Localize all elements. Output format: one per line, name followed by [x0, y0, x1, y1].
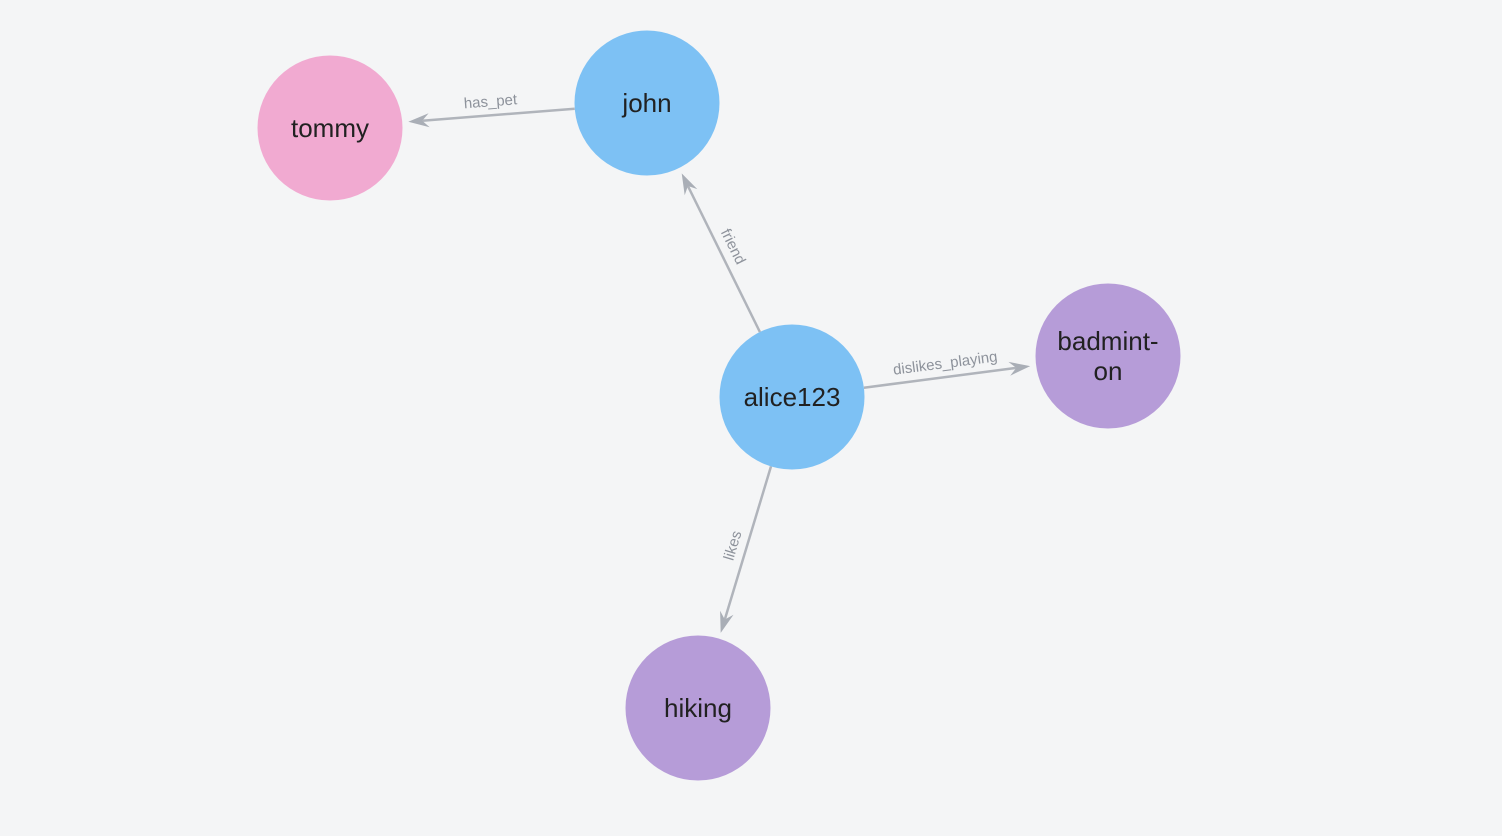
graph-edge-friend[interactable]: friend [681, 173, 762, 333]
graph-node-john[interactable]: john [574, 30, 720, 176]
edge-arrowhead-icon [720, 610, 734, 633]
graph-node-badminton[interactable]: badmint-on [1035, 283, 1181, 429]
edge-line[interactable] [863, 366, 1017, 389]
nodes-layer: tommy john alice123 badmint-on hiking [257, 30, 1181, 781]
edge-line[interactable] [422, 107, 575, 122]
edge-label: dislikes_playing [892, 348, 998, 378]
edge-line[interactable] [686, 185, 762, 333]
graph-node-alice123[interactable]: alice123 [719, 324, 865, 470]
graph-node-hiking[interactable]: hiking [625, 635, 771, 781]
node-circle[interactable] [625, 635, 771, 781]
edge-label: has_pet [463, 91, 518, 112]
edge-label: friend [717, 226, 749, 267]
graph-node-tommy[interactable]: tommy [257, 55, 403, 201]
edge-line[interactable] [723, 466, 773, 620]
node-circle[interactable] [1035, 283, 1181, 429]
graph-edge-likes[interactable]: likes [720, 466, 773, 633]
edge-arrowhead-icon [1008, 361, 1031, 376]
edge-label: likes [721, 529, 746, 563]
node-circle[interactable] [257, 55, 403, 201]
graph-edge-dislikes_playing[interactable]: dislikes_playing [863, 348, 1031, 389]
node-circle[interactable] [574, 30, 720, 176]
graph-edge-has_pet[interactable]: has_pet [408, 91, 575, 128]
edge-arrowhead-icon [681, 173, 698, 196]
edge-arrowhead-icon [408, 113, 430, 128]
node-circle[interactable] [719, 324, 865, 470]
